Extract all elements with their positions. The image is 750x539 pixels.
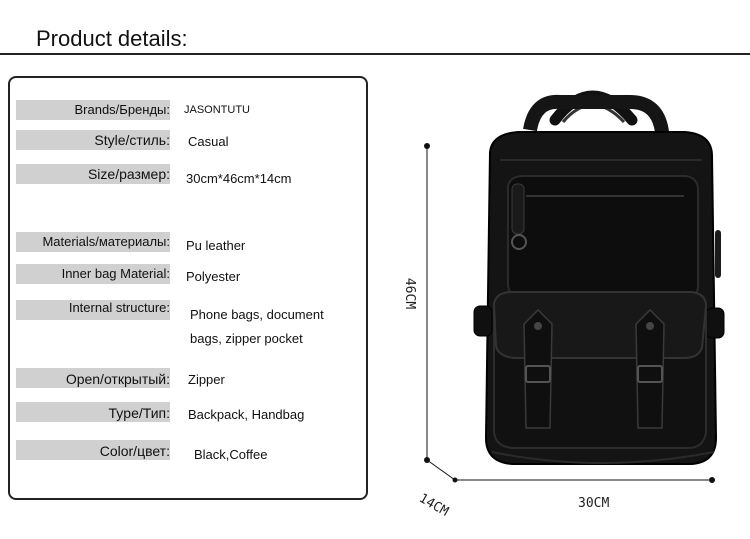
header-divider: [0, 53, 750, 55]
label-bar: [16, 130, 170, 150]
label-bar: [16, 402, 170, 422]
label-bar: [16, 232, 170, 252]
detail-label: Open/открытый:: [65, 371, 170, 387]
detail-value: JASONTUTU: [184, 104, 250, 116]
detail-label: Type/Тип:: [108, 405, 170, 421]
detail-value: Pu leather: [186, 238, 246, 253]
label-bar: [16, 368, 170, 388]
detail-value: Phone bags, document: [190, 307, 324, 322]
details-panel: [8, 76, 368, 500]
label-bar: [16, 264, 170, 284]
label-bar: [16, 440, 170, 460]
detail-label: Materials/материалы:: [42, 234, 170, 249]
detail-value: Backpack, Handbag: [188, 407, 305, 422]
detail-value-line2: bags, zipper pocket: [190, 331, 303, 346]
label-bar: [16, 300, 170, 320]
detail-value: Zipper: [188, 372, 225, 387]
height-dimension-label: 46CM: [402, 277, 418, 310]
product-image-area: 46CM 14CM 30CM: [400, 80, 740, 520]
page-title: Product details:: [36, 26, 188, 51]
detail-value: Casual: [188, 134, 229, 149]
detail-value: Polyester: [186, 269, 241, 284]
detail-label: Style/стиль:: [94, 132, 170, 148]
detail-label: Color/цвет:: [99, 443, 170, 459]
detail-value: 30cm*46cm*14cm: [186, 171, 292, 186]
backpack-illustration: [424, 90, 725, 483]
width-dimension-label: 30CM: [578, 496, 610, 511]
detail-value: Black,Coffee: [194, 447, 268, 462]
dimension-lines: [426, 146, 712, 481]
detail-label: Internal structure:: [68, 300, 170, 315]
label-bar: [16, 100, 170, 120]
label-bar: [16, 164, 170, 184]
detail-label: Size/размер:: [87, 166, 170, 182]
detail-label: Brands/Бренды:: [74, 102, 170, 117]
detail-label: Inner bag Material:: [61, 266, 170, 281]
